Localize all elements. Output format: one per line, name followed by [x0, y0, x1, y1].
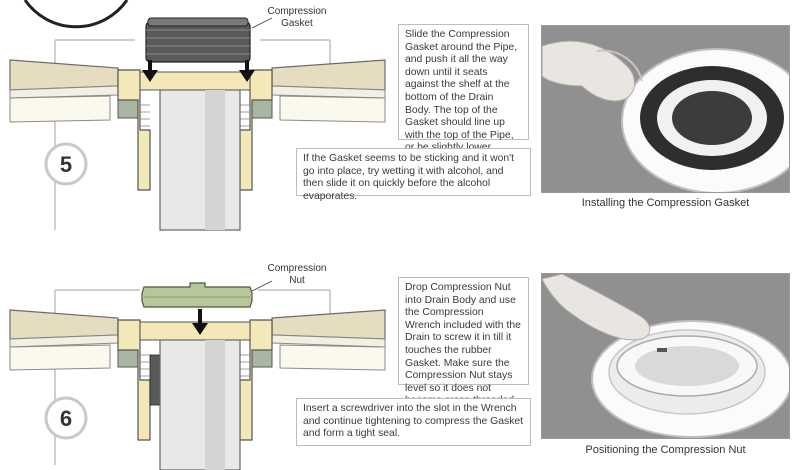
step-6-tip: Insert a screwdriver into the slot in th… — [296, 398, 531, 446]
step-5-caption: Installing the Compression Gasket — [581, 197, 750, 209]
step-6-number: 6 — [60, 406, 72, 431]
photo-positioning-nut — [541, 273, 790, 439]
step-6-panel: 6 Compression Nut Drop Compression Nut i… — [0, 235, 800, 470]
compression-nut — [141, 282, 253, 308]
down-arrow — [192, 309, 208, 335]
step-6-diagram: 6 — [9, 280, 386, 470]
compression-gasket — [145, 21, 251, 63]
step-6-instruction: Drop Compression Nut into Drain Body and… — [398, 277, 529, 406]
corner-circle — [23, 0, 129, 29]
floor-left — [9, 59, 119, 91]
floor-right — [271, 59, 386, 91]
step-6-caption: Positioning the Compression Nut — [585, 444, 746, 456]
floor-left — [9, 309, 119, 340]
pipe — [159, 89, 241, 231]
step-5-instruction: Slide the Compression Gasket around the … — [398, 24, 529, 153]
pipe — [159, 339, 241, 470]
photo-installing-gasket — [541, 25, 790, 193]
step-5-panel: 5 Compression Gasket Slide the Compressi… — [9, 0, 790, 231]
step-5-number: 5 — [60, 152, 72, 177]
step-5-diagram: 5 — [9, 0, 386, 231]
floor-right — [271, 309, 386, 340]
compression-gasket-callout: Compression Gasket — [267, 6, 327, 29]
step-5-tip: If the Gasket seems to be sticking and i… — [296, 148, 531, 202]
compression-nut-callout: Compression Nut — [267, 263, 327, 286]
step-6-number-badge — [44, 396, 88, 440]
down-arrows — [142, 60, 255, 82]
step-5-number-badge — [44, 142, 88, 186]
